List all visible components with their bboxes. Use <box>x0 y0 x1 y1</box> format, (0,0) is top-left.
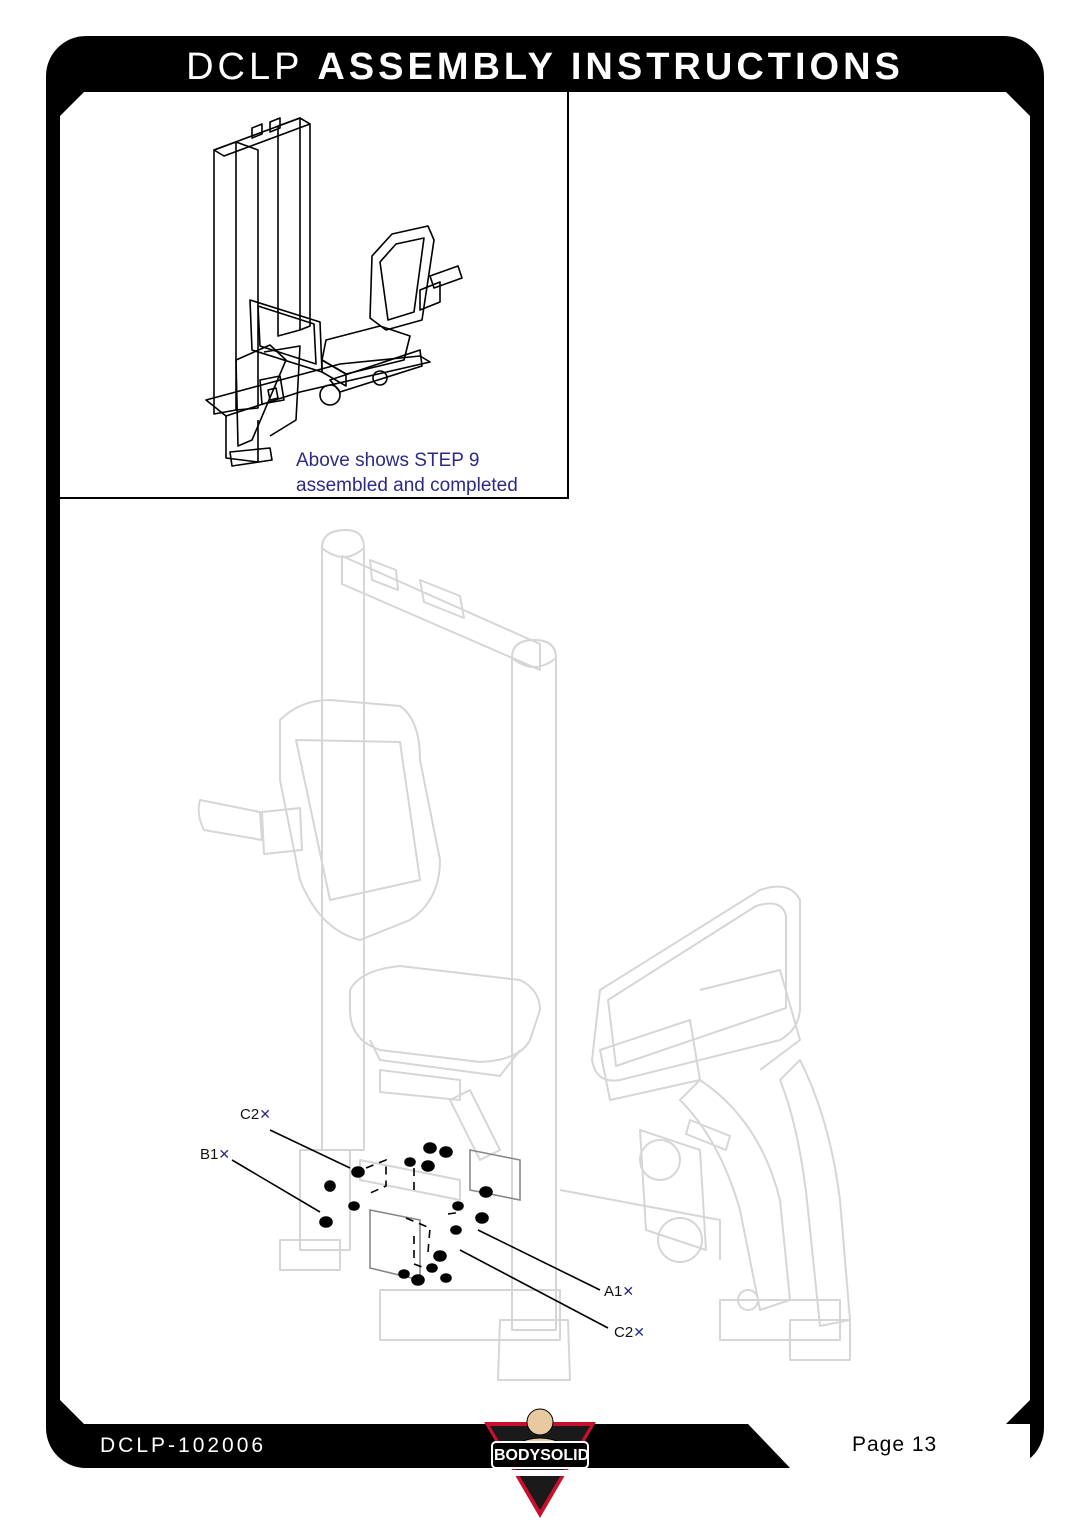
frame-corner <box>60 1400 84 1424</box>
step9-preview-box <box>60 92 569 499</box>
callout-mark: ✕ <box>622 1283 635 1299</box>
document-code: DCLP-102006 <box>100 1434 267 1457</box>
page-number: Page 13 <box>852 1433 938 1456</box>
step9-machine-drawing <box>205 117 463 467</box>
callout-a1: A1✕ <box>604 1283 634 1300</box>
frame-corner <box>1006 1400 1030 1424</box>
frame-corner <box>1006 92 1030 116</box>
logo-wordmark: BODYSOLID <box>494 1447 590 1464</box>
callout-c2-top: C2✕ <box>240 1106 271 1123</box>
callout-label: C2 <box>240 1106 260 1123</box>
hardware-exploded-view <box>231 1129 609 1329</box>
frame-corner <box>60 92 84 116</box>
callout-c2-bottom: C2✕ <box>614 1324 645 1341</box>
caption-line-2: assembled and completed <box>296 475 518 496</box>
content-area <box>60 92 1030 1424</box>
callout-label: B1 <box>200 1146 219 1163</box>
caption-line-1: Above shows STEP 9 <box>296 450 480 471</box>
callout-mark: ✕ <box>218 1146 231 1162</box>
callout-label: A1 <box>604 1283 623 1300</box>
footer-page-tab <box>790 1424 1030 1470</box>
page-title: DCLP ASSEMBLY INSTRUCTIONS <box>46 42 1044 92</box>
callout-mark: ✕ <box>259 1106 271 1122</box>
step9-caption: Above shows STEP 9 assembled and complet… <box>296 448 518 498</box>
main-machine-drawing <box>197 529 851 1381</box>
body-solid-logo <box>484 1408 596 1518</box>
callout-mark: ✕ <box>633 1324 645 1340</box>
callout-b1: B1✕ <box>200 1146 230 1163</box>
title-model: DCLP <box>186 46 303 88</box>
callout-label: C2 <box>614 1324 634 1341</box>
title-heading: ASSEMBLY INSTRUCTIONS <box>317 46 904 88</box>
footer-tab-slope <box>748 1424 792 1470</box>
